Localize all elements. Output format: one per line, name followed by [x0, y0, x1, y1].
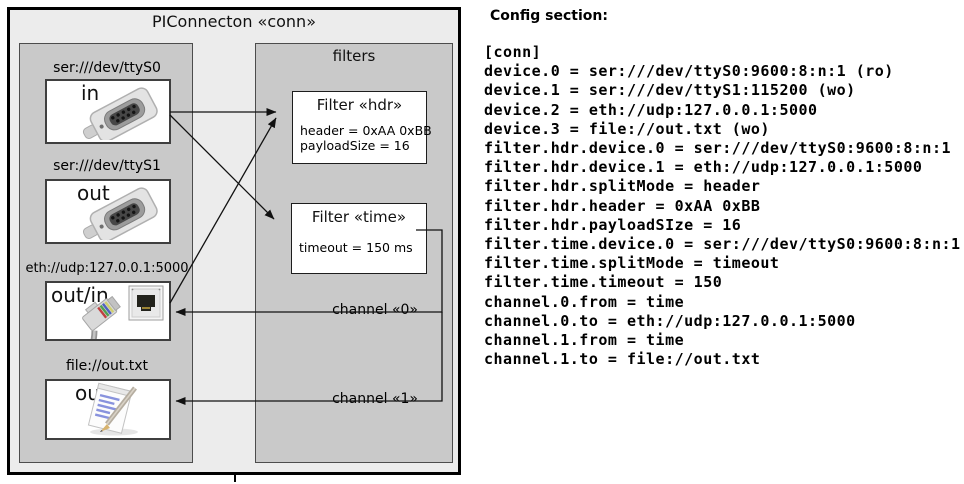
channel-0-label: channel «0»	[332, 302, 418, 318]
filters-panel: filters Filter «hdr» header = 0xAA 0xBB …	[255, 43, 453, 463]
ethernet-icon	[82, 285, 164, 339]
filter-time-box: Filter «time» timeout = 150 ms	[291, 203, 427, 274]
device-url-ttys1: ser:///dev/ttyS1	[53, 158, 161, 174]
filter-hdr-box: Filter «hdr» header = 0xAA 0xBB payloadS…	[292, 91, 432, 164]
device-box-ttys0: in	[45, 79, 171, 144]
serial-connector-icon	[82, 187, 158, 240]
config-line: channel.1.to = file://out.txt	[484, 350, 761, 369]
serial-connector-icon	[82, 87, 158, 140]
device-direction: out	[77, 181, 110, 205]
filter-hdr-prop: header = 0xAA 0xBB	[300, 123, 432, 138]
config-line: device.2 = eth://udp:127.0.0.1:5000	[484, 100, 818, 119]
config-line: filter.hdr.device.1 = eth://udp:127.0.0.…	[484, 158, 923, 177]
filter-hdr-title: Filter «hdr»	[316, 96, 403, 114]
config-line: channel.0.to = eth://udp:127.0.0.1:5000	[484, 311, 856, 330]
devices-panel: ser:///dev/ttyS0 in	[19, 43, 193, 463]
config-line: filter.hdr.header = 0xAA 0xBB	[484, 196, 761, 215]
config-line: filter.hdr.payloadSIze = 16	[484, 215, 742, 234]
config-line: filter.time.device.0 = ser:///dev/ttyS0:…	[484, 235, 961, 254]
config-line: channel.1.from = time	[484, 331, 685, 350]
device-url-file: file://out.txt	[65, 358, 149, 374]
config-line: [conn]	[484, 43, 542, 61]
config-section-title: Config section:	[490, 8, 608, 24]
device-box-ttys1: out	[45, 179, 171, 244]
device-url-ttys0: ser:///dev/ttyS0	[53, 60, 161, 76]
channel-1-label: channel «1»	[332, 391, 418, 407]
config-line: device.3 = file://out.txt (wo)	[484, 119, 770, 138]
config-line: device.1 = ser:///dev/ttyS1:115200 (wo)	[484, 81, 856, 100]
filters-panel-title: filters	[332, 47, 376, 65]
device-box-file: out	[45, 379, 171, 440]
filter-time-title: Filter «time»	[311, 208, 407, 226]
filter-time-prop: timeout = 150 ms	[299, 240, 413, 255]
diagram-title: PIConnecton «conn»	[152, 12, 316, 31]
config-line: channel.0.from = time	[484, 292, 685, 311]
device-url-eth: eth://udp:127.0.0.1:5000	[25, 261, 189, 276]
file-icon	[87, 382, 138, 436]
device-direction: out/in	[51, 283, 109, 307]
config-line: filter.hdr.splitMode = header	[484, 177, 761, 196]
device-direction: in	[81, 81, 100, 105]
config-line: filter.hdr.device.0 = ser:///dev/ttyS0:9…	[484, 139, 952, 158]
config-line: filter.time.splitMode = timeout	[484, 254, 780, 273]
piconnecton-component-box: PIConnecton «conn» ser:///dev/ttyS0 in	[7, 7, 461, 475]
filter-hdr-prop: payloadSize = 16	[300, 138, 410, 153]
config-text-block: [conn]device.0 = ser:///dev/ttyS0:9600:8…	[484, 43, 961, 369]
device-box-eth: out/in	[45, 281, 171, 341]
config-line: filter.time.timeout = 150	[484, 273, 723, 292]
config-line: device.0 = ser:///dev/ttyS0:9600:8:n:1 (…	[484, 62, 894, 81]
